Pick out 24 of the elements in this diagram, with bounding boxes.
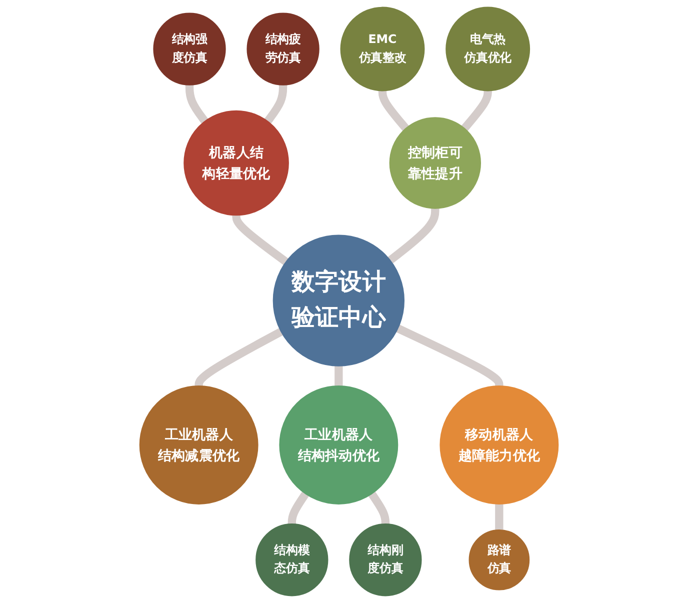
connector-line — [194, 328, 284, 388]
connector-line — [368, 492, 390, 526]
connector-line — [378, 88, 409, 131]
topic-label: 移动机器人越障能力优化 — [458, 425, 540, 466]
connector-line — [396, 324, 504, 388]
connector-line — [461, 88, 492, 131]
topic-label: 结构疲劳仿真 — [265, 32, 301, 66]
connector-line — [388, 207, 440, 264]
topic-label: 结构刚度仿真 — [368, 542, 404, 578]
topic-label: 路谱仿真 — [487, 542, 511, 578]
connector-line — [185, 83, 208, 124]
topic-label: 控制柜可靠性提升 — [408, 143, 462, 184]
connector-line — [232, 212, 288, 266]
connector-line — [495, 502, 504, 532]
topic-label: EMC仿真整改 — [358, 32, 406, 66]
topic-label: 结构模态仿真 — [274, 542, 310, 578]
topic-label: 工业机器人结构减震优化 — [158, 425, 240, 466]
topic-label: 工业机器人结构抖动优化 — [298, 425, 380, 466]
topic-label: 机器人结构轻量优化 — [202, 143, 270, 184]
topic-label: 结构强度仿真 — [172, 32, 208, 66]
connector-line — [288, 492, 309, 526]
connector-line — [334, 364, 343, 388]
topic-label: 电气热仿真优化 — [464, 32, 512, 66]
connector-line — [264, 83, 288, 124]
